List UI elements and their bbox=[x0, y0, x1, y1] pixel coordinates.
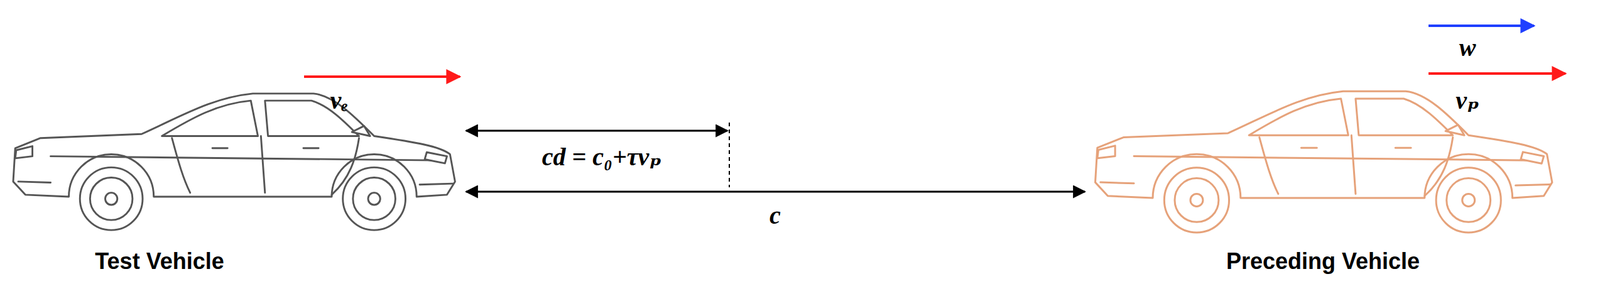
preceding-car bbox=[1095, 91, 1553, 233]
dashed-marker bbox=[728, 122, 730, 188]
velocity-label: w bbox=[1459, 35, 1477, 61]
velocity-arrow bbox=[304, 75, 460, 78]
dimension-arrow bbox=[466, 130, 728, 132]
velocity-label: vₚ bbox=[1455, 87, 1480, 114]
velocity-label: vₑ bbox=[330, 87, 349, 114]
vehicle-name: Test Vehicle bbox=[94, 250, 224, 273]
gap-formula: cd = c₀+τvₚ bbox=[542, 144, 663, 170]
gap-label: c bbox=[769, 202, 781, 229]
velocity-arrow bbox=[1428, 72, 1566, 75]
velocity-arrow bbox=[1428, 24, 1535, 28]
vehicle-name: Preceding Vehicle bbox=[1226, 250, 1420, 273]
test-car bbox=[13, 93, 455, 230]
dimension-arrow bbox=[466, 190, 1085, 193]
